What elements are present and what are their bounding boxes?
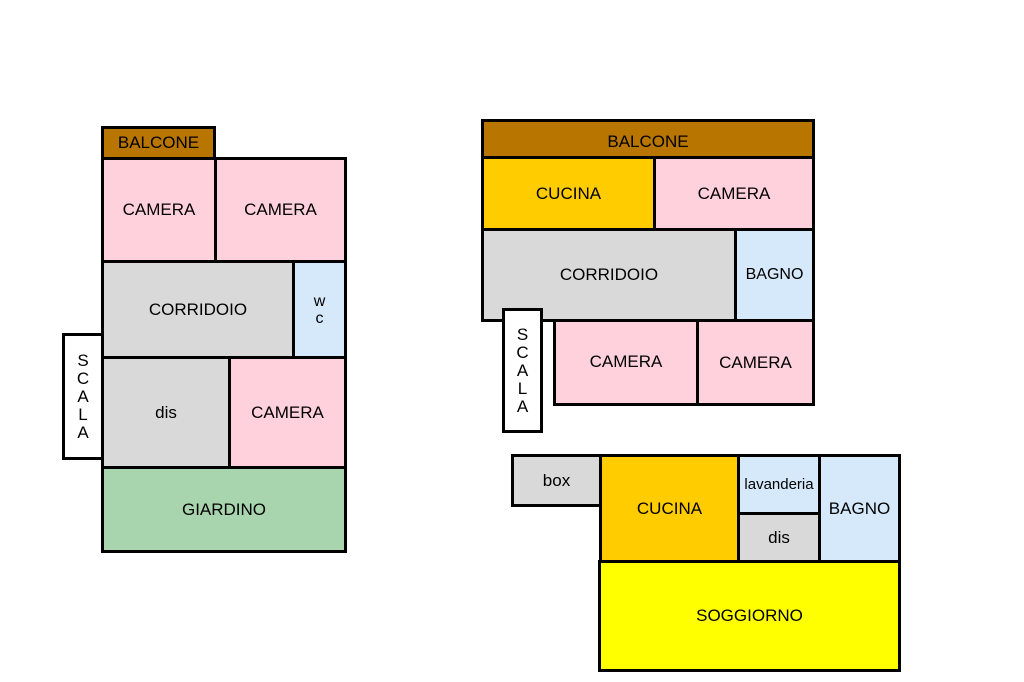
room-label-letter: w	[313, 292, 326, 310]
room-label: GIARDINO	[181, 499, 267, 519]
plan2-camera-room-3: CAMERA	[696, 319, 815, 406]
plan2-balcone-room: BALCONE	[481, 119, 815, 159]
plan2-camera-room-1: CAMERA	[653, 156, 815, 231]
plan1-scala-stairs: S C A L A	[62, 333, 104, 460]
plan2-corridoio-room: CORRIDOIO	[481, 228, 737, 322]
room-label-letter: c	[315, 309, 324, 327]
scala-letter: A	[516, 396, 529, 416]
plan3-soggiorno-room: SOGGIORNO	[598, 560, 901, 672]
plan1-camera-room-3: CAMERA	[228, 356, 347, 469]
scala-letter: C	[516, 342, 529, 362]
room-label: CAMERA	[589, 352, 663, 371]
room-label: box	[542, 470, 571, 490]
room-label: dis	[768, 527, 790, 547]
room-label: CAMERA	[244, 200, 317, 219]
plan1-wc-room: w c	[292, 260, 347, 359]
plan2-bagno-room: BAGNO	[734, 228, 815, 322]
room-label: BAGNO	[828, 498, 891, 518]
room-label: CAMERA	[122, 200, 196, 219]
room-label: CAMERA	[697, 183, 771, 203]
plan3-cucina-room: CUCINA	[599, 454, 740, 563]
room-label: CAMERA	[719, 352, 792, 372]
plan1-dis-room: dis	[101, 356, 231, 469]
plan2-camera-room-2: CAMERA	[553, 319, 699, 406]
plan1-corridoio-room: CORRIDOIO	[101, 260, 295, 359]
plan3-bagno-room: BAGNO	[818, 454, 901, 563]
plan1-balcone-room: BALCONE	[101, 126, 216, 160]
room-label: CORRIDOIO	[148, 299, 248, 319]
room-label: CORRIDOIO	[559, 265, 659, 284]
scala-letter: S	[77, 350, 89, 370]
plan2-cucina-room: CUCINA	[481, 156, 656, 231]
plan2-scala-stairs: S C A L A	[502, 308, 543, 433]
scala-letter: A	[516, 360, 529, 380]
scala-letter: S	[516, 324, 529, 344]
plan3-dis-room: dis	[737, 512, 821, 563]
room-label: CUCINA	[636, 498, 703, 518]
room-label: dis	[155, 402, 177, 422]
room-label: BALCONE	[117, 133, 200, 152]
room-label: CAMERA	[251, 402, 324, 422]
plan1-giardino-room: GIARDINO	[101, 466, 347, 553]
plan1-camera-room-2: CAMERA	[214, 157, 347, 263]
room-label: BAGNO	[745, 266, 804, 283]
plan3-box-room: box	[511, 454, 602, 507]
room-label: BALCONE	[607, 132, 689, 151]
scala-letter: L	[517, 378, 528, 398]
room-label: SOGGIORNO	[696, 606, 803, 625]
room-label: lavanderia	[744, 476, 814, 493]
scala-letter: C	[76, 368, 90, 388]
plan3-lavanderia-room: lavanderia	[737, 454, 821, 515]
scala-letter: A	[77, 422, 89, 442]
scala-letter: L	[78, 404, 88, 424]
scala-letter: A	[77, 386, 89, 406]
plan1-camera-room-1: CAMERA	[101, 157, 217, 263]
room-label: CUCINA	[535, 183, 602, 203]
